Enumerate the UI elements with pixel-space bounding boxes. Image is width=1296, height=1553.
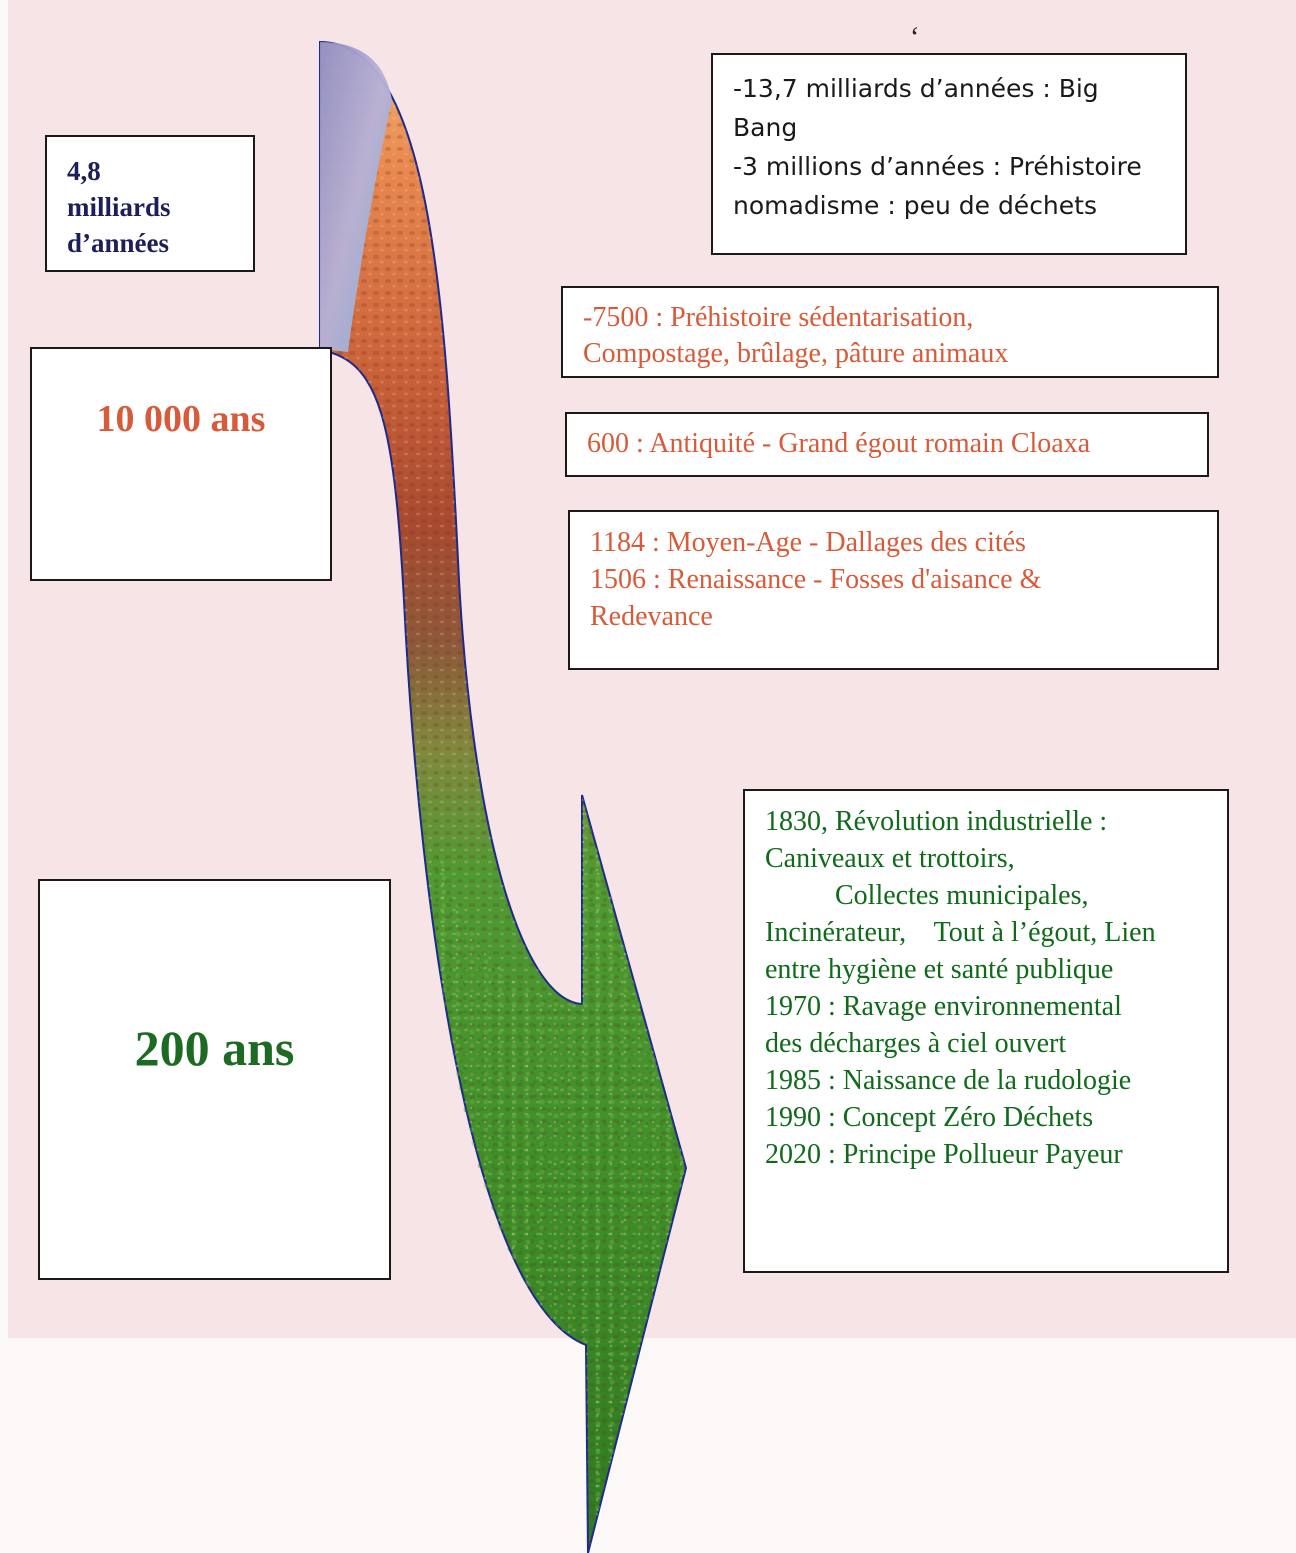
era-box-200-years: 200 ans [38,879,391,1280]
event-moyen-age-line-1: 1184 : Moyen-Age - Dallages des cités [590,524,1217,561]
era-10000-years-label: 10 000 ans [32,397,330,441]
event-box-antiquite: 600 : Antiquité - Grand égout romain Clo… [565,412,1209,477]
era-box-10000-years: 10 000 ans [30,347,332,581]
event-box-moyen-age: 1184 : Moyen-Age - Dallages des cités 15… [568,510,1219,670]
event-box-big-bang: -13,7 milliards d’années : Big Bang -3 m… [711,53,1187,255]
event-big-bang-line-2: Bang [733,108,1185,147]
event-industrial-line-7: des décharges à ciel ouvert [765,1025,1227,1062]
event-big-bang-line-3: -3 millions d’années : Préhistoire [733,147,1185,186]
event-industrial-line-9: 1990 : Concept Zéro Déchets [765,1099,1227,1136]
event-antiquite-line-1: 600 : Antiquité - Grand égout romain Clo… [587,426,1207,462]
era-box-billions: 4,8 milliards d’années [45,135,255,272]
event-industrial-line-1: 1830, Révolution industrielle : [765,803,1227,840]
era-billions-line-1: 4,8 [67,153,253,189]
event-industrial-line-2: Caniveaux et trottoirs, [765,840,1227,877]
event-big-bang-line-4: nomadisme : peu de déchets [733,186,1185,225]
event-sedentarisation-line-1: -7500 : Préhistoire sédentarisation, [583,300,1217,336]
event-moyen-age-line-2: 1506 : Renaissance - Fosses d'aisance & [590,561,1217,598]
arrow-tick-mark: ‘ [910,22,919,54]
event-industrial-line-10: 2020 : Principe Pollueur Payeur [765,1136,1227,1173]
event-industrial-line-6: 1970 : Ravage environnemental [765,988,1227,1025]
event-box-industrial: 1830, Révolution industrielle : Caniveau… [743,789,1229,1273]
era-billions-line-3: d’années [67,225,253,261]
event-box-sedentarisation: -7500 : Préhistoire sédentarisation, Com… [561,286,1219,378]
event-sedentarisation-line-2: Compostage, brûlage, pâture animaux [583,336,1217,372]
era-200-years-label: 200 ans [40,1019,389,1077]
event-big-bang-line-1: -13,7 milliards d’années : Big [733,69,1185,108]
event-industrial-line-3: Collectes municipales, [765,877,1227,914]
event-industrial-line-5: entre hygiène et santé publique [765,951,1227,988]
event-industrial-line-8: 1985 : Naissance de la rudologie [765,1062,1227,1099]
event-industrial-line-4: Incinérateur, Tout à l’égout, Lien [765,914,1227,951]
era-billions-line-2: milliards [67,189,253,225]
event-moyen-age-line-3: Redevance [590,598,1217,635]
